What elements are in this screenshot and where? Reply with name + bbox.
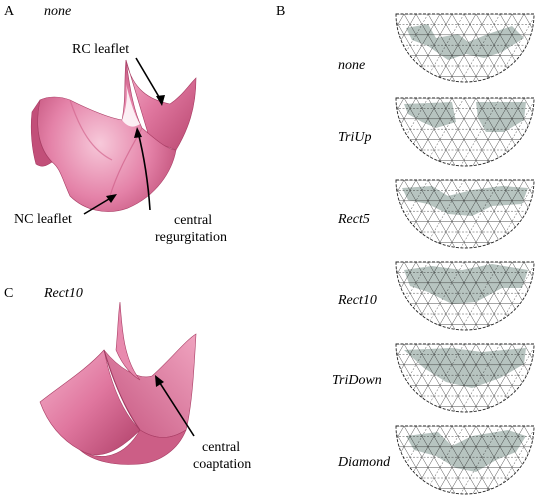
central-coaptation-label-1: central bbox=[202, 440, 241, 455]
panel-b-mesh-grid bbox=[395, 13, 535, 495]
panel-a-valve-render bbox=[30, 57, 197, 215]
leaflet-outline bbox=[395, 97, 535, 167]
panel-c-valve-render bbox=[39, 301, 197, 465]
row-label-rect10: Rect10 bbox=[338, 293, 377, 308]
shaded-region bbox=[406, 430, 526, 472]
mesh-diamond bbox=[395, 425, 535, 495]
mesh-rect10 bbox=[395, 261, 535, 331]
panel-c-condition: Rect10 bbox=[44, 286, 83, 301]
shaded-region bbox=[406, 24, 524, 60]
row-label-tridown: TriDown bbox=[332, 373, 382, 388]
nc-leaflet-label: NC leaflet bbox=[14, 212, 72, 227]
shaded-region bbox=[402, 186, 528, 216]
leaflet-outline bbox=[395, 179, 535, 249]
central-regurgitation-label-2: regurgitation bbox=[155, 230, 228, 245]
closed-commissure-tip bbox=[115, 301, 141, 381]
mesh-triup bbox=[395, 97, 535, 167]
panel-a-condition: none bbox=[44, 4, 72, 19]
closed-bottom-fold bbox=[79, 429, 187, 465]
central-opening bbox=[122, 84, 140, 127]
leaflet-outline bbox=[395, 343, 535, 413]
central-regurgitation-label-1: central bbox=[174, 213, 213, 228]
panel-c-letter: C bbox=[4, 286, 14, 301]
mesh-tridown bbox=[395, 343, 535, 413]
central-coaptation-label-2: coaptation bbox=[193, 457, 252, 472]
mesh-none bbox=[395, 13, 535, 83]
rc-leaflet-label: RC leaflet bbox=[72, 42, 130, 57]
panel-b-letter: B bbox=[276, 4, 286, 19]
row-label-triup: TriUp bbox=[338, 130, 372, 145]
row-label-diamond: Diamond bbox=[338, 455, 391, 470]
left-leaflet-surface bbox=[30, 99, 53, 167]
shaded-region bbox=[404, 264, 528, 304]
row-label-none: none bbox=[338, 58, 366, 73]
panel-a-letter: A bbox=[4, 4, 15, 19]
rc-leaflet-surface bbox=[125, 59, 197, 151]
mesh-rect5 bbox=[395, 179, 535, 249]
row-label-rect5: Rect5 bbox=[338, 212, 370, 227]
nc-leaflet-surface bbox=[37, 59, 177, 212]
leaflet-outline bbox=[395, 13, 535, 83]
leaflet-outline bbox=[395, 425, 535, 495]
leaflet-outline bbox=[395, 261, 535, 331]
